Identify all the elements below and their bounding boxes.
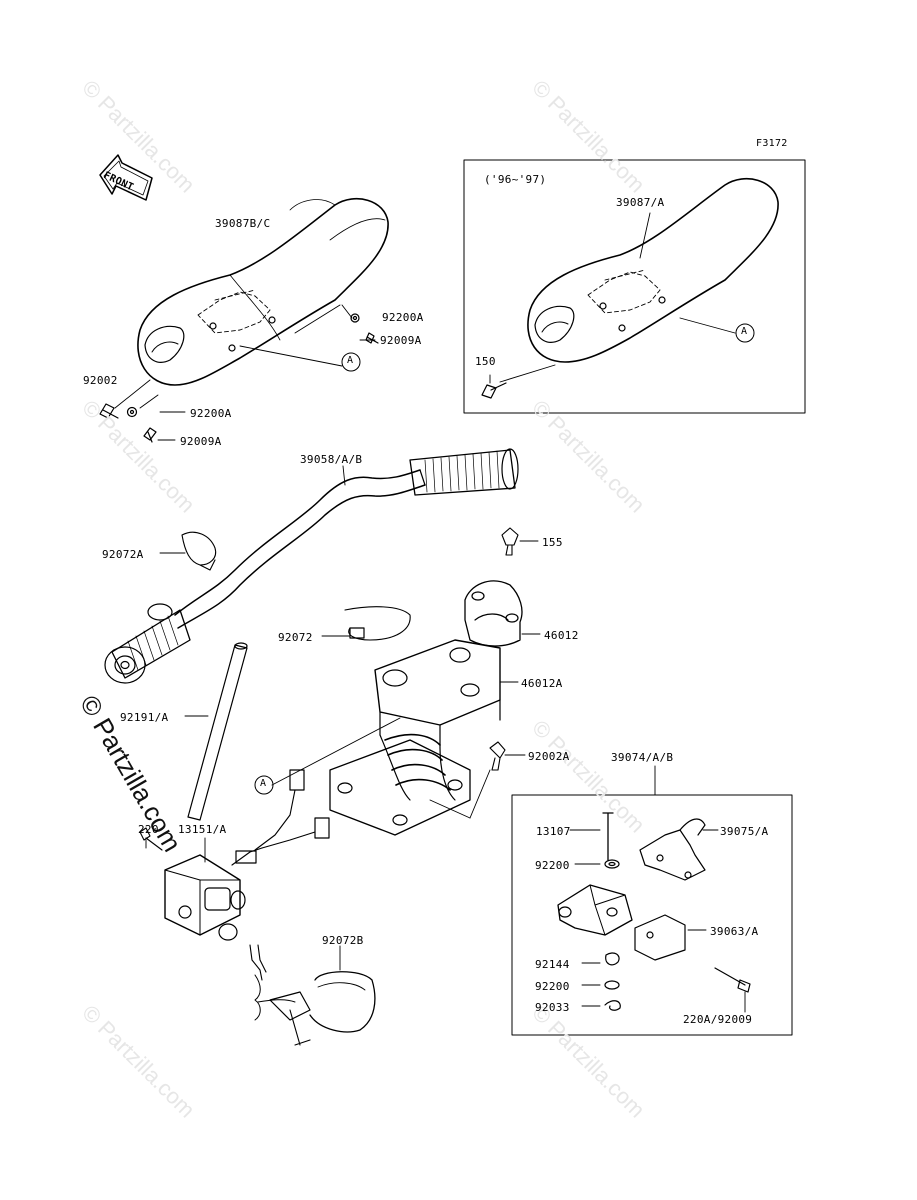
part-label-39087a: 39087/A xyxy=(616,196,665,209)
part-label-92002: 92002 xyxy=(83,374,118,387)
handle-cover-inset xyxy=(527,177,779,363)
part-label-150: 150 xyxy=(475,355,496,368)
callout-line-39058 xyxy=(342,465,346,486)
part-label-92191: 92191/A xyxy=(120,711,169,724)
tube-92191 xyxy=(187,642,248,821)
callout-letter: A xyxy=(741,326,748,337)
part-label-92009a: 92009A xyxy=(180,435,222,448)
inset-years: ('96~'97) xyxy=(484,173,547,186)
bolt-92002a xyxy=(489,741,506,771)
part-label-92144: 92144 xyxy=(535,958,570,971)
bolt-155 xyxy=(501,527,519,556)
part-label-92200a: 92200A xyxy=(190,407,232,420)
part-label-220: 220 xyxy=(138,823,159,836)
part-label-13107: 13107 xyxy=(536,825,571,838)
fasteners-left xyxy=(99,313,379,443)
part-label-39087bc: 39087B/C xyxy=(215,217,271,230)
switch-13151 xyxy=(164,769,330,941)
part-label-39075: 39075/A xyxy=(720,825,769,838)
part-label-39074: 39074/A/B xyxy=(611,751,674,764)
figure-code: F3172 xyxy=(756,138,788,149)
band-92072 xyxy=(344,606,411,641)
callout-letter: A xyxy=(347,355,354,366)
callout-circles xyxy=(254,323,755,795)
callout-lines-inset xyxy=(489,212,736,384)
bolt-150 xyxy=(481,382,507,399)
part-label-220a: 220A/92009 xyxy=(683,1013,753,1026)
callout-lines-column xyxy=(271,681,526,819)
clamp-46012 xyxy=(464,580,523,647)
callout-lines-left-cover xyxy=(114,304,376,441)
tie-92072a xyxy=(181,531,217,571)
part-label-92033: 92033 xyxy=(535,1001,570,1014)
part-label-13151: 13151/A xyxy=(178,823,227,836)
part-label-39063: 39063/A xyxy=(710,925,759,938)
part-label-46012: 46012 xyxy=(544,629,579,642)
handlebar xyxy=(104,448,519,684)
part-label-92072a: 92072A xyxy=(102,548,144,561)
part-label-46012a: 46012A xyxy=(521,677,563,690)
part-label-155: 155 xyxy=(542,536,563,549)
throttle-assembly xyxy=(557,812,751,1013)
part-label-39058: 39058/A/B xyxy=(300,453,363,466)
inset-box-39074 xyxy=(511,794,793,1036)
part-label-92200: 92200 xyxy=(535,859,570,872)
handle-cover-left xyxy=(137,197,389,386)
part-label-92200a: 92200A xyxy=(382,311,424,324)
bolt-220 xyxy=(139,827,163,851)
lanyard-92072b xyxy=(249,944,376,1046)
inset-box-96-97 xyxy=(463,159,806,414)
part-label-92009a: 92009A xyxy=(380,334,422,347)
part-label-92072b: 92072B xyxy=(322,934,364,947)
steering-column-46012a xyxy=(329,639,501,836)
part-label-92002a: 92002A xyxy=(528,750,570,763)
front-arrow xyxy=(99,154,153,201)
part-label-92200: 92200 xyxy=(535,980,570,993)
part-label-92072: 92072 xyxy=(278,631,313,644)
callout-letter: A xyxy=(260,778,267,789)
